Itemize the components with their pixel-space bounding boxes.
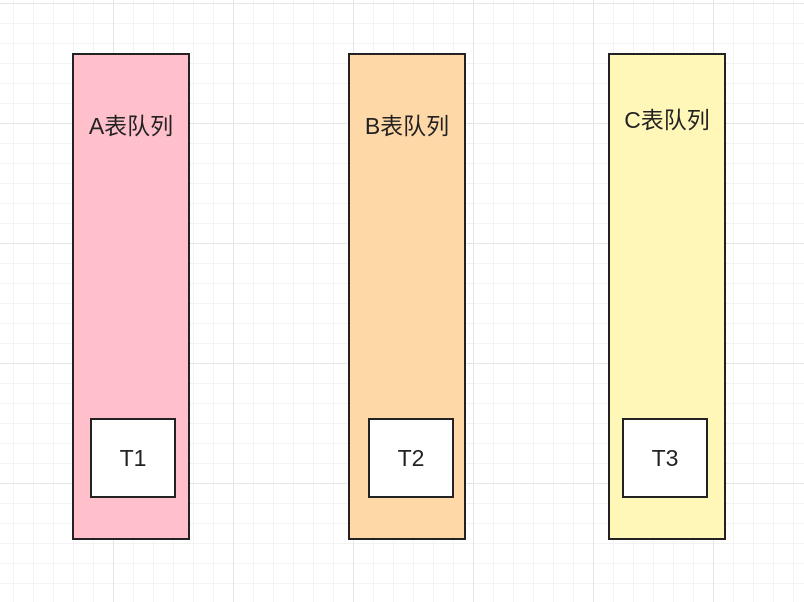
queue-a-column: A表队列 T1 [72,53,190,540]
table-t1-box: T1 [90,418,176,498]
queue-b-column: B表队列 T2 [348,53,466,540]
table-t2-box: T2 [368,418,454,498]
queue-c-label: C表队列 [624,107,710,133]
queue-b-label: B表队列 [364,113,450,139]
queue-a-label: A表队列 [88,113,174,139]
table-t3-box: T3 [622,418,708,498]
queue-c-column: C表队列 T3 [608,53,726,540]
